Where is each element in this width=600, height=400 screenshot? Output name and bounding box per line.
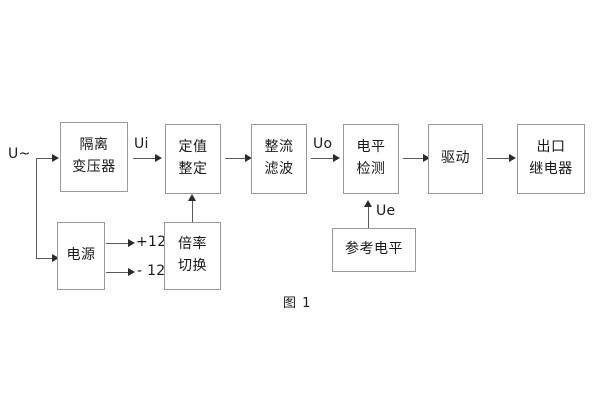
block-level-detect[interactable]: 电平 检测 <box>343 124 399 194</box>
input-bus-vertical <box>36 158 37 258</box>
line-rail-positive <box>106 243 130 244</box>
block-level-detect-line2: 检测 <box>356 161 386 177</box>
block-multiplier-switch-line1: 倍率 <box>178 236 207 253</box>
block-reference-level-line1: 参考电平 <box>345 241 403 258</box>
line-isolation-to-setting <box>133 158 157 159</box>
block-isolation-transformer-line2: 变压器 <box>72 159 116 175</box>
block-multiplier-switch[interactable]: 倍率 切换 <box>164 222 221 290</box>
arrow-isolation-to-setting <box>155 153 162 162</box>
line-reference-to-level <box>368 206 369 228</box>
line-level-to-driver <box>403 158 425 159</box>
line-rail-negative <box>106 272 130 273</box>
block-level-detect-line1: 电平 <box>356 139 386 156</box>
block-isolation-transformer[interactable]: 隔离 变压器 <box>60 122 128 192</box>
block-driver[interactable]: 驱动 <box>428 124 483 194</box>
line-rectify-to-level <box>311 158 335 159</box>
block-rectify-filter-line1: 整流 <box>264 139 294 156</box>
block-driver-line1: 驱动 <box>441 150 470 167</box>
block-power-supply-line1: 电源 <box>66 247 96 264</box>
line-multiplier-to-setting <box>192 200 193 222</box>
block-output-relay[interactable]: 出口 继电器 <box>517 124 585 194</box>
arrow-setting-to-rectify <box>245 153 252 162</box>
line-setting-to-rectify <box>225 158 247 159</box>
arrow-rectify-to-level <box>333 153 340 162</box>
block-rectify-filter-line2: 滤波 <box>264 161 294 177</box>
arrow-into-power-supply <box>52 253 59 262</box>
block-output-relay-line1: 出口 <box>536 139 566 156</box>
block-isolation-transformer-line1: 隔离 <box>79 137 109 154</box>
block-reference-level[interactable]: 参考电平 <box>332 228 416 272</box>
arrow-multiplier-to-setting <box>188 194 196 201</box>
block-setting-adjust[interactable]: 定值 整定 <box>165 124 221 194</box>
arrow-into-isolation-transformer <box>52 153 59 162</box>
block-output-relay-line2: 继电器 <box>529 161 573 177</box>
signal-label-ue: Ue <box>376 203 396 219</box>
block-rectify-filter[interactable]: 整流 滤波 <box>251 124 307 194</box>
block-setting-adjust-line1: 定值 <box>178 139 208 156</box>
arrow-rail-positive <box>128 238 135 247</box>
block-setting-adjust-line2: 整定 <box>178 161 208 177</box>
input-feed-line-top <box>36 158 56 159</box>
arrow-reference-to-level <box>364 200 372 207</box>
signal-label-ui: Ui <box>134 136 149 152</box>
figure-caption: 图 1 <box>283 296 312 311</box>
block-multiplier-switch-line2: 切换 <box>178 258 207 274</box>
input-signal-label: U~ <box>8 146 31 162</box>
input-feed-line-bottom <box>36 258 56 259</box>
arrow-driver-to-relay <box>509 153 516 162</box>
arrow-level-to-driver <box>423 153 430 162</box>
line-driver-to-relay <box>487 158 511 159</box>
arrow-rail-negative <box>128 267 135 276</box>
block-power-supply[interactable]: 电源 <box>57 222 105 290</box>
signal-label-uo: Uo <box>313 136 333 152</box>
